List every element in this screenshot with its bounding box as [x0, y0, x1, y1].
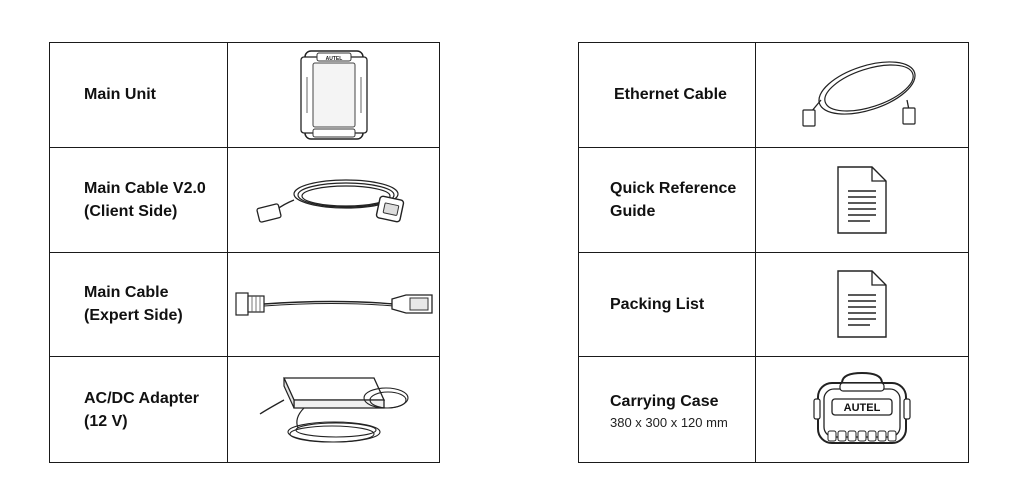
item-name: Main Cable V2.0 (Client Side) — [84, 179, 206, 220]
expert-cable-image — [228, 253, 439, 357]
item-label: Main Cable (Expert Side) — [50, 252, 228, 357]
item-label: Packing List — [579, 252, 756, 357]
table-row: Packing List — [579, 252, 968, 358]
item-name: Quick Reference Guide — [610, 179, 737, 220]
item-name: Main Unit — [84, 86, 156, 104]
item-name: Packing List — [610, 295, 705, 313]
table-row: Main Unit AUTEL — [50, 43, 439, 148]
item-dimensions: 380 x 300 x 120 mm — [610, 414, 728, 430]
item-label: Main Cable V2.0 (Client Side) — [50, 147, 228, 252]
case-logo: AUTEL — [844, 402, 881, 414]
document-icon — [756, 253, 968, 357]
main-unit-image: AUTEL — [228, 43, 439, 147]
table-row: Main Cable (Expert Side) — [50, 252, 439, 358]
accessories-table-left: Main Unit AUTEL Main Cable V2.0 (Client … — [49, 42, 440, 463]
item-label: Ethernet Cable — [579, 43, 756, 147]
table-row: Ethernet Cable — [579, 43, 968, 148]
item-name: Main Cable (Expert Side) — [84, 284, 183, 325]
carrying-case-image: AUTEL — [756, 357, 968, 462]
accessories-table-right: Ethernet Cable Quick Reference Guide — [578, 42, 969, 463]
table-row: Carrying Case 380 x 300 x 120 mm AUTEL — [579, 357, 968, 462]
item-label: AC/DC Adapter (12 V) — [50, 357, 228, 462]
item-label: Quick Reference Guide — [579, 147, 756, 252]
main-unit-logo: AUTEL — [325, 56, 342, 62]
item-name: Carrying Case — [610, 392, 719, 410]
document-icon — [756, 148, 968, 252]
table-row: Main Cable V2.0 (Client Side) — [50, 147, 439, 253]
client-cable-image — [228, 148, 439, 252]
item-name: AC/DC Adapter (12 V) — [84, 389, 199, 430]
item-label: Main Unit — [50, 43, 228, 147]
item-label: Carrying Case 380 x 300 x 120 mm — [579, 357, 756, 462]
adapter-image — [228, 357, 439, 462]
item-name: Ethernet Cable — [614, 86, 727, 104]
table-row: Quick Reference Guide — [579, 147, 968, 253]
table-row: AC/DC Adapter (12 V) — [50, 357, 439, 462]
ethernet-cable-image — [756, 43, 968, 147]
